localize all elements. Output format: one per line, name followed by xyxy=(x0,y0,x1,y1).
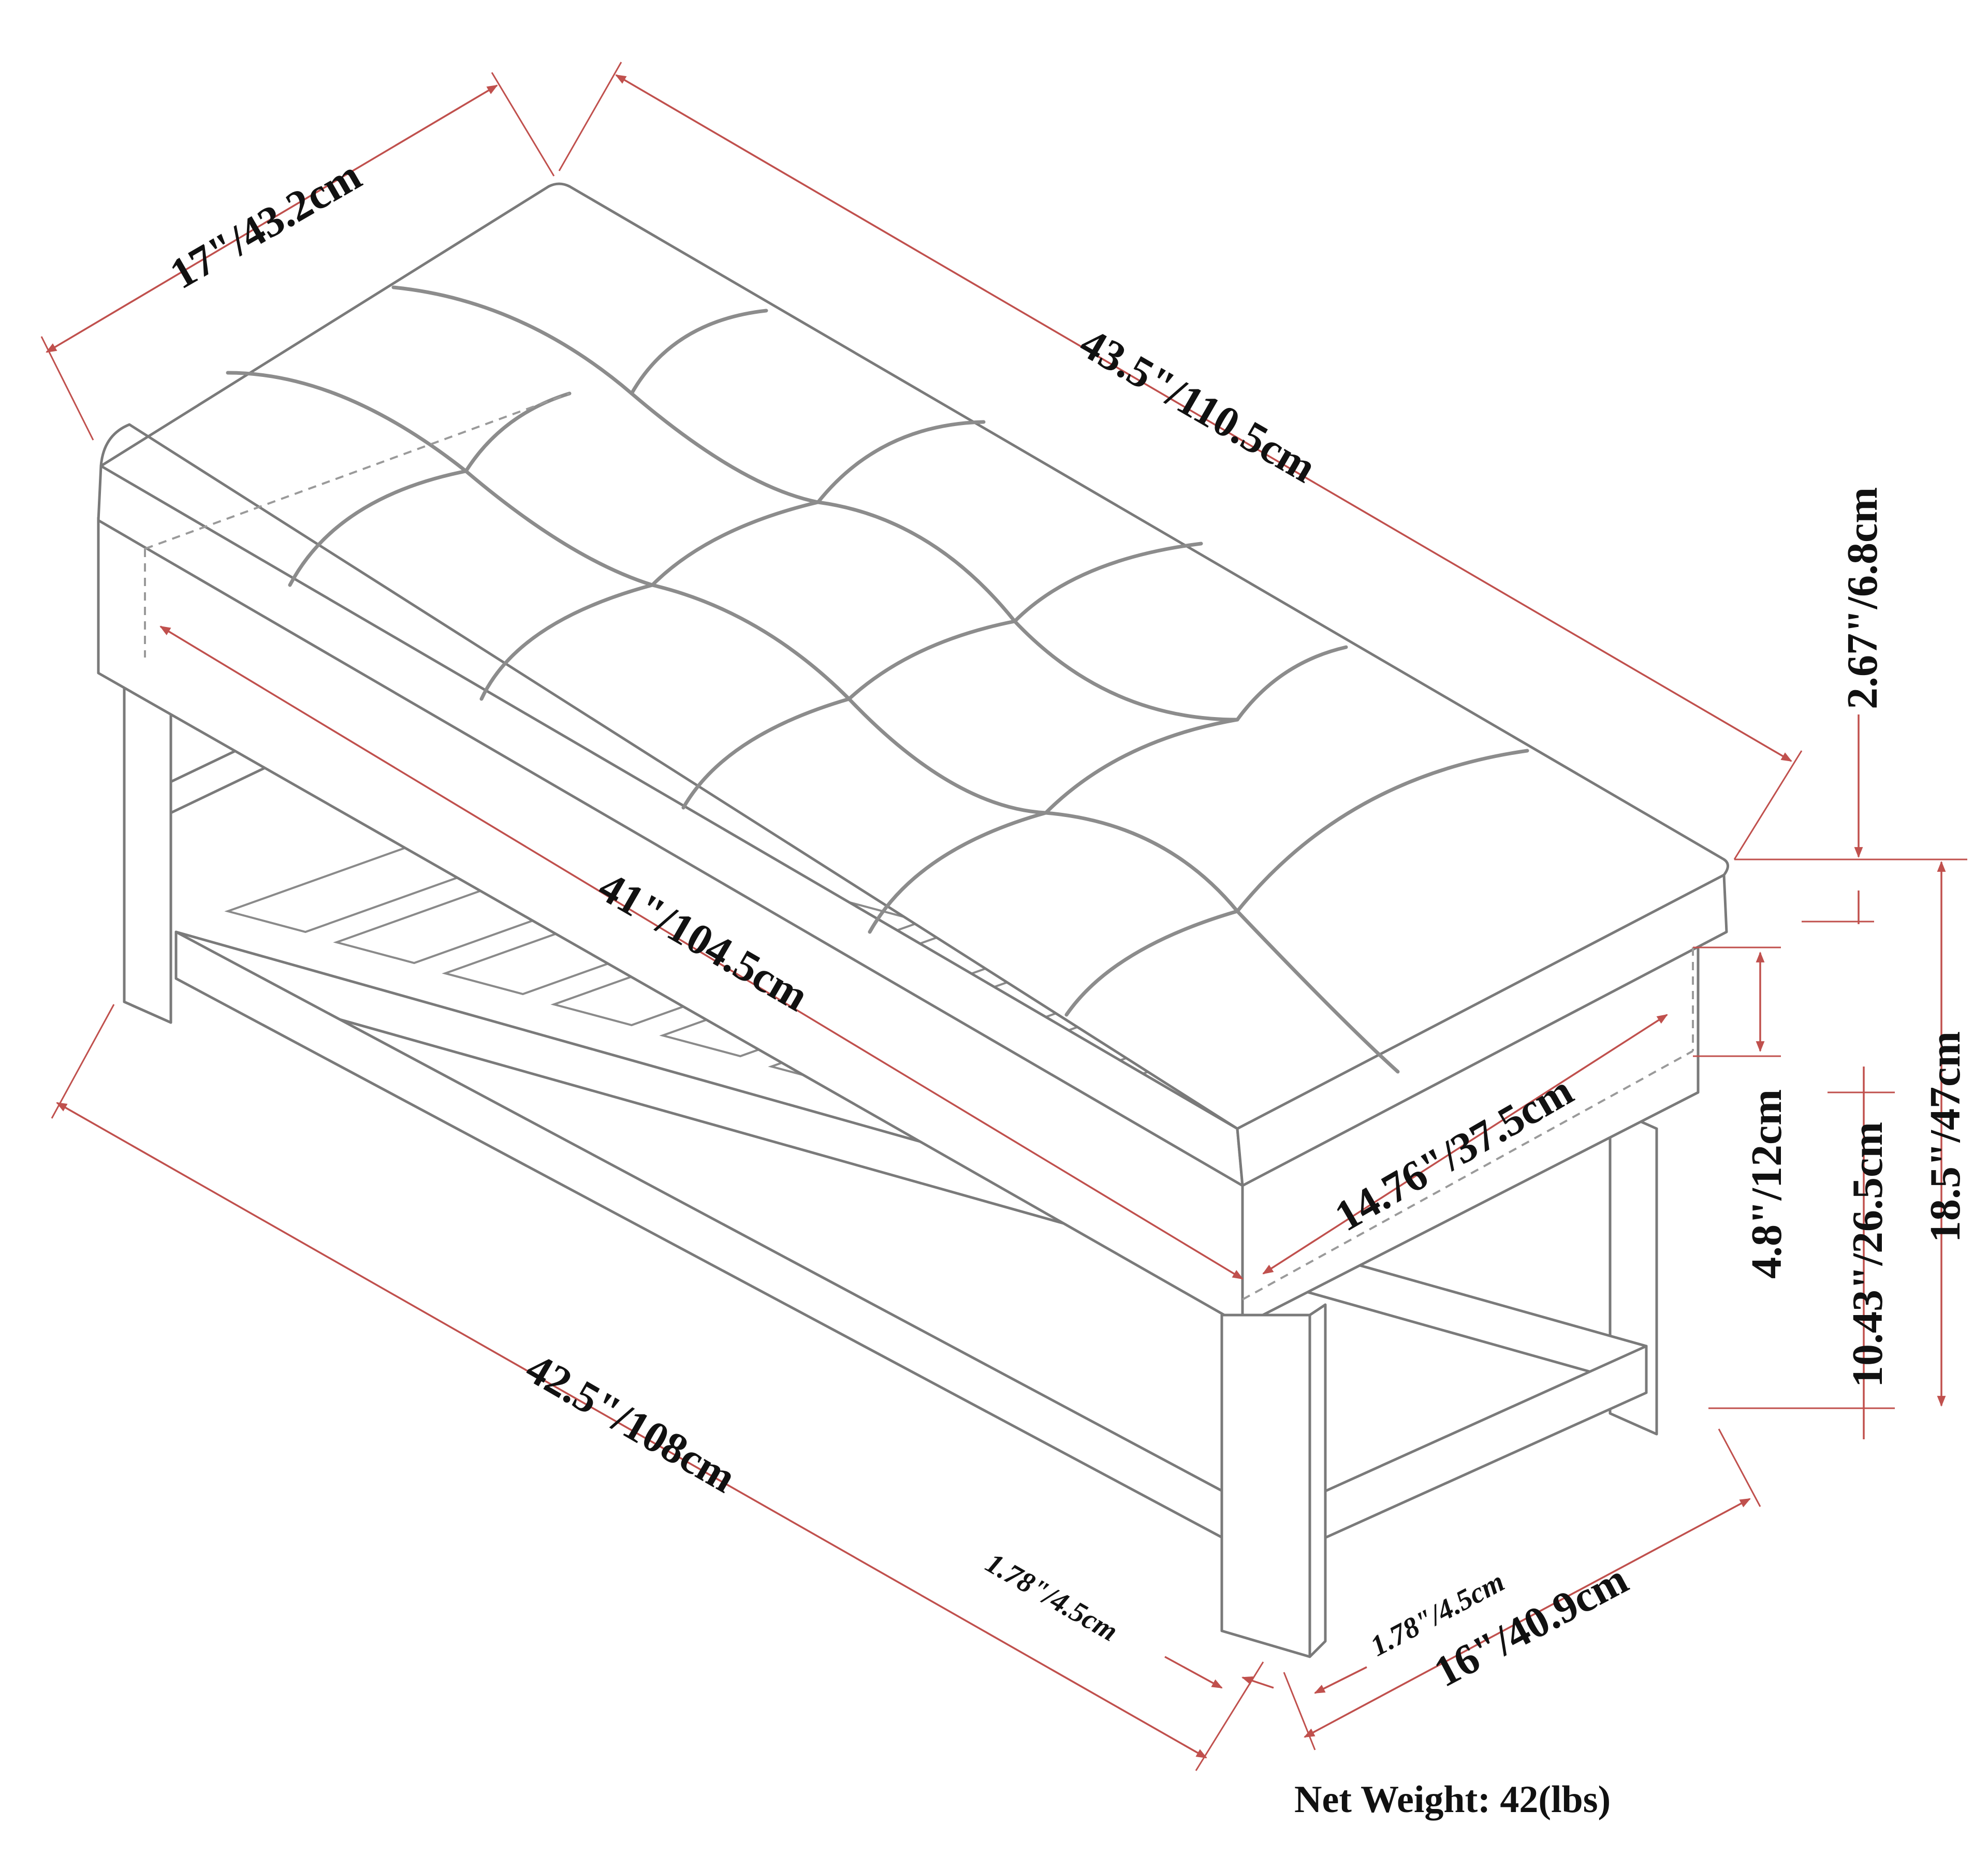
label-top-length: 43.5"/110.5cm xyxy=(1072,319,1324,492)
label-base-depth: 16"/40.9cm xyxy=(1426,1555,1635,1697)
net-weight-label: Net Weight: 42(lbs) xyxy=(1294,1778,1611,1821)
label-cushion-height: 2.67"/6.8cm xyxy=(1838,487,1887,709)
label-base-length: 42.5"/108cm xyxy=(518,1344,744,1502)
label-shelf-height: 10.43"/26.5cm xyxy=(1844,1122,1892,1388)
front-right-leg xyxy=(1220,1313,1311,1658)
label-leg-width-front: 1.78"/4.5cm xyxy=(981,1547,1123,1648)
label-top-depth: 17"/43.2cm xyxy=(162,151,369,299)
label-apron-height: 4.8"/12cm xyxy=(1743,1089,1791,1279)
hidden-inner-edge-left xyxy=(144,392,570,550)
dimension-lines xyxy=(40,62,1967,1771)
right-shelf-rail xyxy=(1324,1345,1648,1539)
bench-outline xyxy=(97,182,1729,1658)
label-total-height: 18.5"/47cm xyxy=(1921,1031,1969,1243)
front-left-leg xyxy=(123,682,172,1024)
front-right-leg-side xyxy=(1308,1303,1327,1658)
